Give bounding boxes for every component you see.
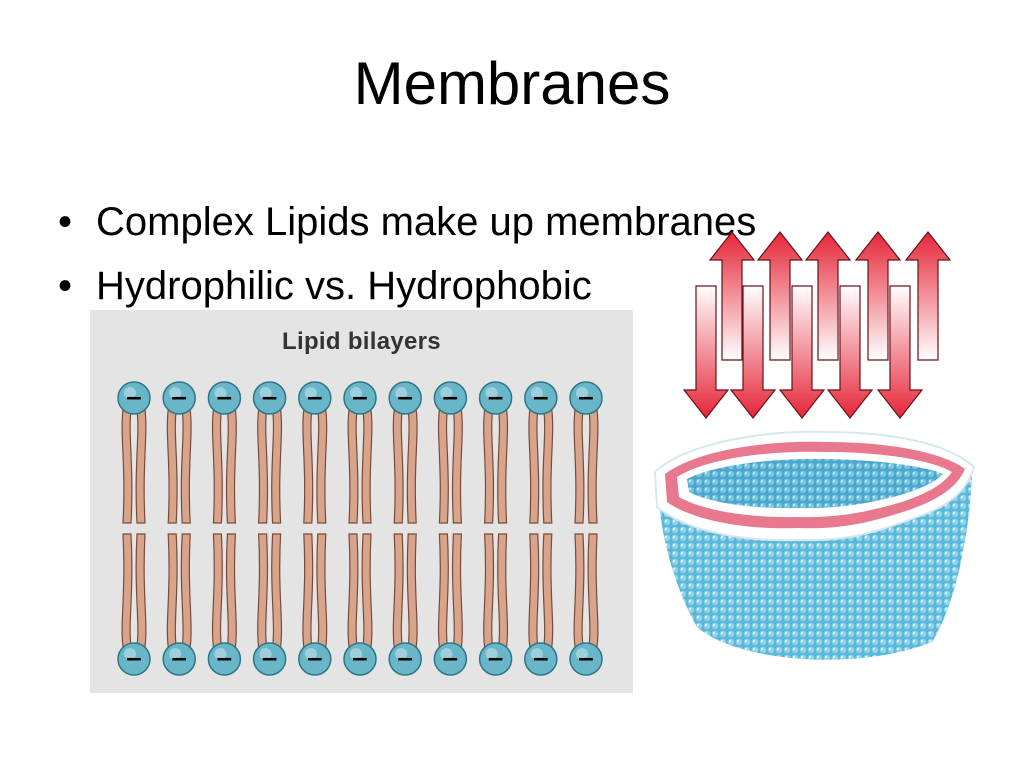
down-arrow-icon xyxy=(729,285,777,419)
lipid-head: − xyxy=(388,381,422,415)
lipid-bilayer-diagram: − − − − − − − − − − − − − − − − − − − − − − xyxy=(117,381,603,676)
svg-text:−: − xyxy=(577,386,595,411)
lipid-head: − xyxy=(252,642,287,676)
lipid-head: − xyxy=(117,381,151,415)
up-arrow-icon xyxy=(756,231,804,361)
lipid-head: − xyxy=(433,642,468,676)
svg-text:−: − xyxy=(306,647,324,672)
svg-text:−: − xyxy=(260,386,278,411)
lipid-tail xyxy=(166,533,192,648)
bullet-marker: • xyxy=(58,264,73,308)
up-arrow-icon xyxy=(854,231,902,361)
lipid-head: − xyxy=(343,381,377,415)
lipid-head: − xyxy=(569,642,603,676)
lipid-tail xyxy=(302,533,328,648)
liposome-figure xyxy=(647,422,982,678)
lipid-bilayer-heading: Lipid bilayers xyxy=(282,328,441,355)
svg-text:−: − xyxy=(306,386,324,411)
bullet-marker: • xyxy=(58,200,73,244)
lipid-head: − xyxy=(117,642,151,676)
bullet-text: Hydrophilic vs. Hydrophobic xyxy=(96,264,592,308)
lipid-head: − xyxy=(569,381,603,415)
down-arrow-icon xyxy=(826,285,874,419)
lipid-tail xyxy=(347,533,373,648)
bullet-text: Complex Lipids make up membranes xyxy=(96,200,757,244)
lipid-head: − xyxy=(524,381,558,415)
lipid-tail xyxy=(573,533,599,648)
svg-text:−: − xyxy=(125,647,143,672)
bullet-item: • Complex Lipids make up membranes xyxy=(58,190,756,254)
lipid-head: − xyxy=(388,642,422,676)
lipid-tail xyxy=(528,533,554,648)
liposome-cavity xyxy=(687,458,943,509)
svg-text:−: − xyxy=(351,647,369,672)
lipid-tail xyxy=(483,533,509,648)
lipid-tail xyxy=(392,533,418,648)
slide-title: Membranes xyxy=(353,50,671,117)
svg-text:−: − xyxy=(486,647,504,672)
svg-text:−: − xyxy=(260,647,278,672)
lipid-head: − xyxy=(298,381,332,415)
lipid-tail xyxy=(437,409,463,524)
svg-text:−: − xyxy=(532,386,550,411)
svg-text:−: − xyxy=(215,647,233,672)
lipid-head: − xyxy=(207,642,242,676)
svg-text:−: − xyxy=(170,647,188,672)
svg-text:−: − xyxy=(486,386,504,411)
svg-text:−: − xyxy=(441,647,459,672)
down-arrow-icon xyxy=(682,285,730,419)
lipid-tail xyxy=(483,409,509,524)
lipid-head: − xyxy=(478,642,513,676)
svg-text:−: − xyxy=(215,386,233,411)
permeability-arrows-graphic xyxy=(682,231,952,419)
svg-text:−: − xyxy=(441,386,459,411)
lipid-tail xyxy=(257,409,283,524)
svg-text:−: − xyxy=(577,647,595,672)
lipid-tail xyxy=(302,409,328,524)
lipid-tail xyxy=(166,409,192,524)
lipid-head: − xyxy=(298,642,332,676)
up-arrow-icon xyxy=(904,231,952,361)
svg-text:−: − xyxy=(170,386,188,411)
lipid-head: − xyxy=(207,381,242,415)
lipid-tail xyxy=(437,533,463,648)
bullet-item: • Hydrophilic vs. Hydrophobic xyxy=(58,254,756,318)
lipid-bilayer-figure: Lipid bilayers − − − − − − − − − − − − − − − − − − − − − − xyxy=(90,310,633,693)
up-arrow-icon xyxy=(804,231,852,361)
lipid-head: − xyxy=(524,642,558,676)
svg-text:−: − xyxy=(532,647,550,672)
lipid-tail xyxy=(573,409,599,524)
lipid-head: − xyxy=(478,381,513,415)
lipid-tail xyxy=(211,533,237,648)
up-arrow-icon xyxy=(708,231,756,361)
lipid-head: − xyxy=(343,642,377,676)
lipid-tail xyxy=(528,409,554,524)
down-arrow-icon xyxy=(778,285,826,419)
svg-text:−: − xyxy=(125,386,143,411)
lipid-tail xyxy=(211,409,237,524)
lipid-tail xyxy=(257,533,283,648)
lipid-tail xyxy=(392,409,418,524)
liposome-icon xyxy=(653,430,976,660)
lipid-head: − xyxy=(162,381,196,415)
svg-text:−: − xyxy=(351,386,369,411)
down-arrow-icon xyxy=(876,285,924,419)
lipid-tail xyxy=(121,409,147,524)
lipid-tail xyxy=(121,533,147,648)
lipid-head: − xyxy=(433,381,468,415)
svg-text:−: − xyxy=(396,647,414,672)
lipid-tail xyxy=(347,409,373,524)
bullet-list: • Complex Lipids make up membranes • Hyd… xyxy=(58,190,756,318)
lipid-head: − xyxy=(252,381,287,415)
lipid-head: − xyxy=(162,642,196,676)
svg-text:−: − xyxy=(396,386,414,411)
